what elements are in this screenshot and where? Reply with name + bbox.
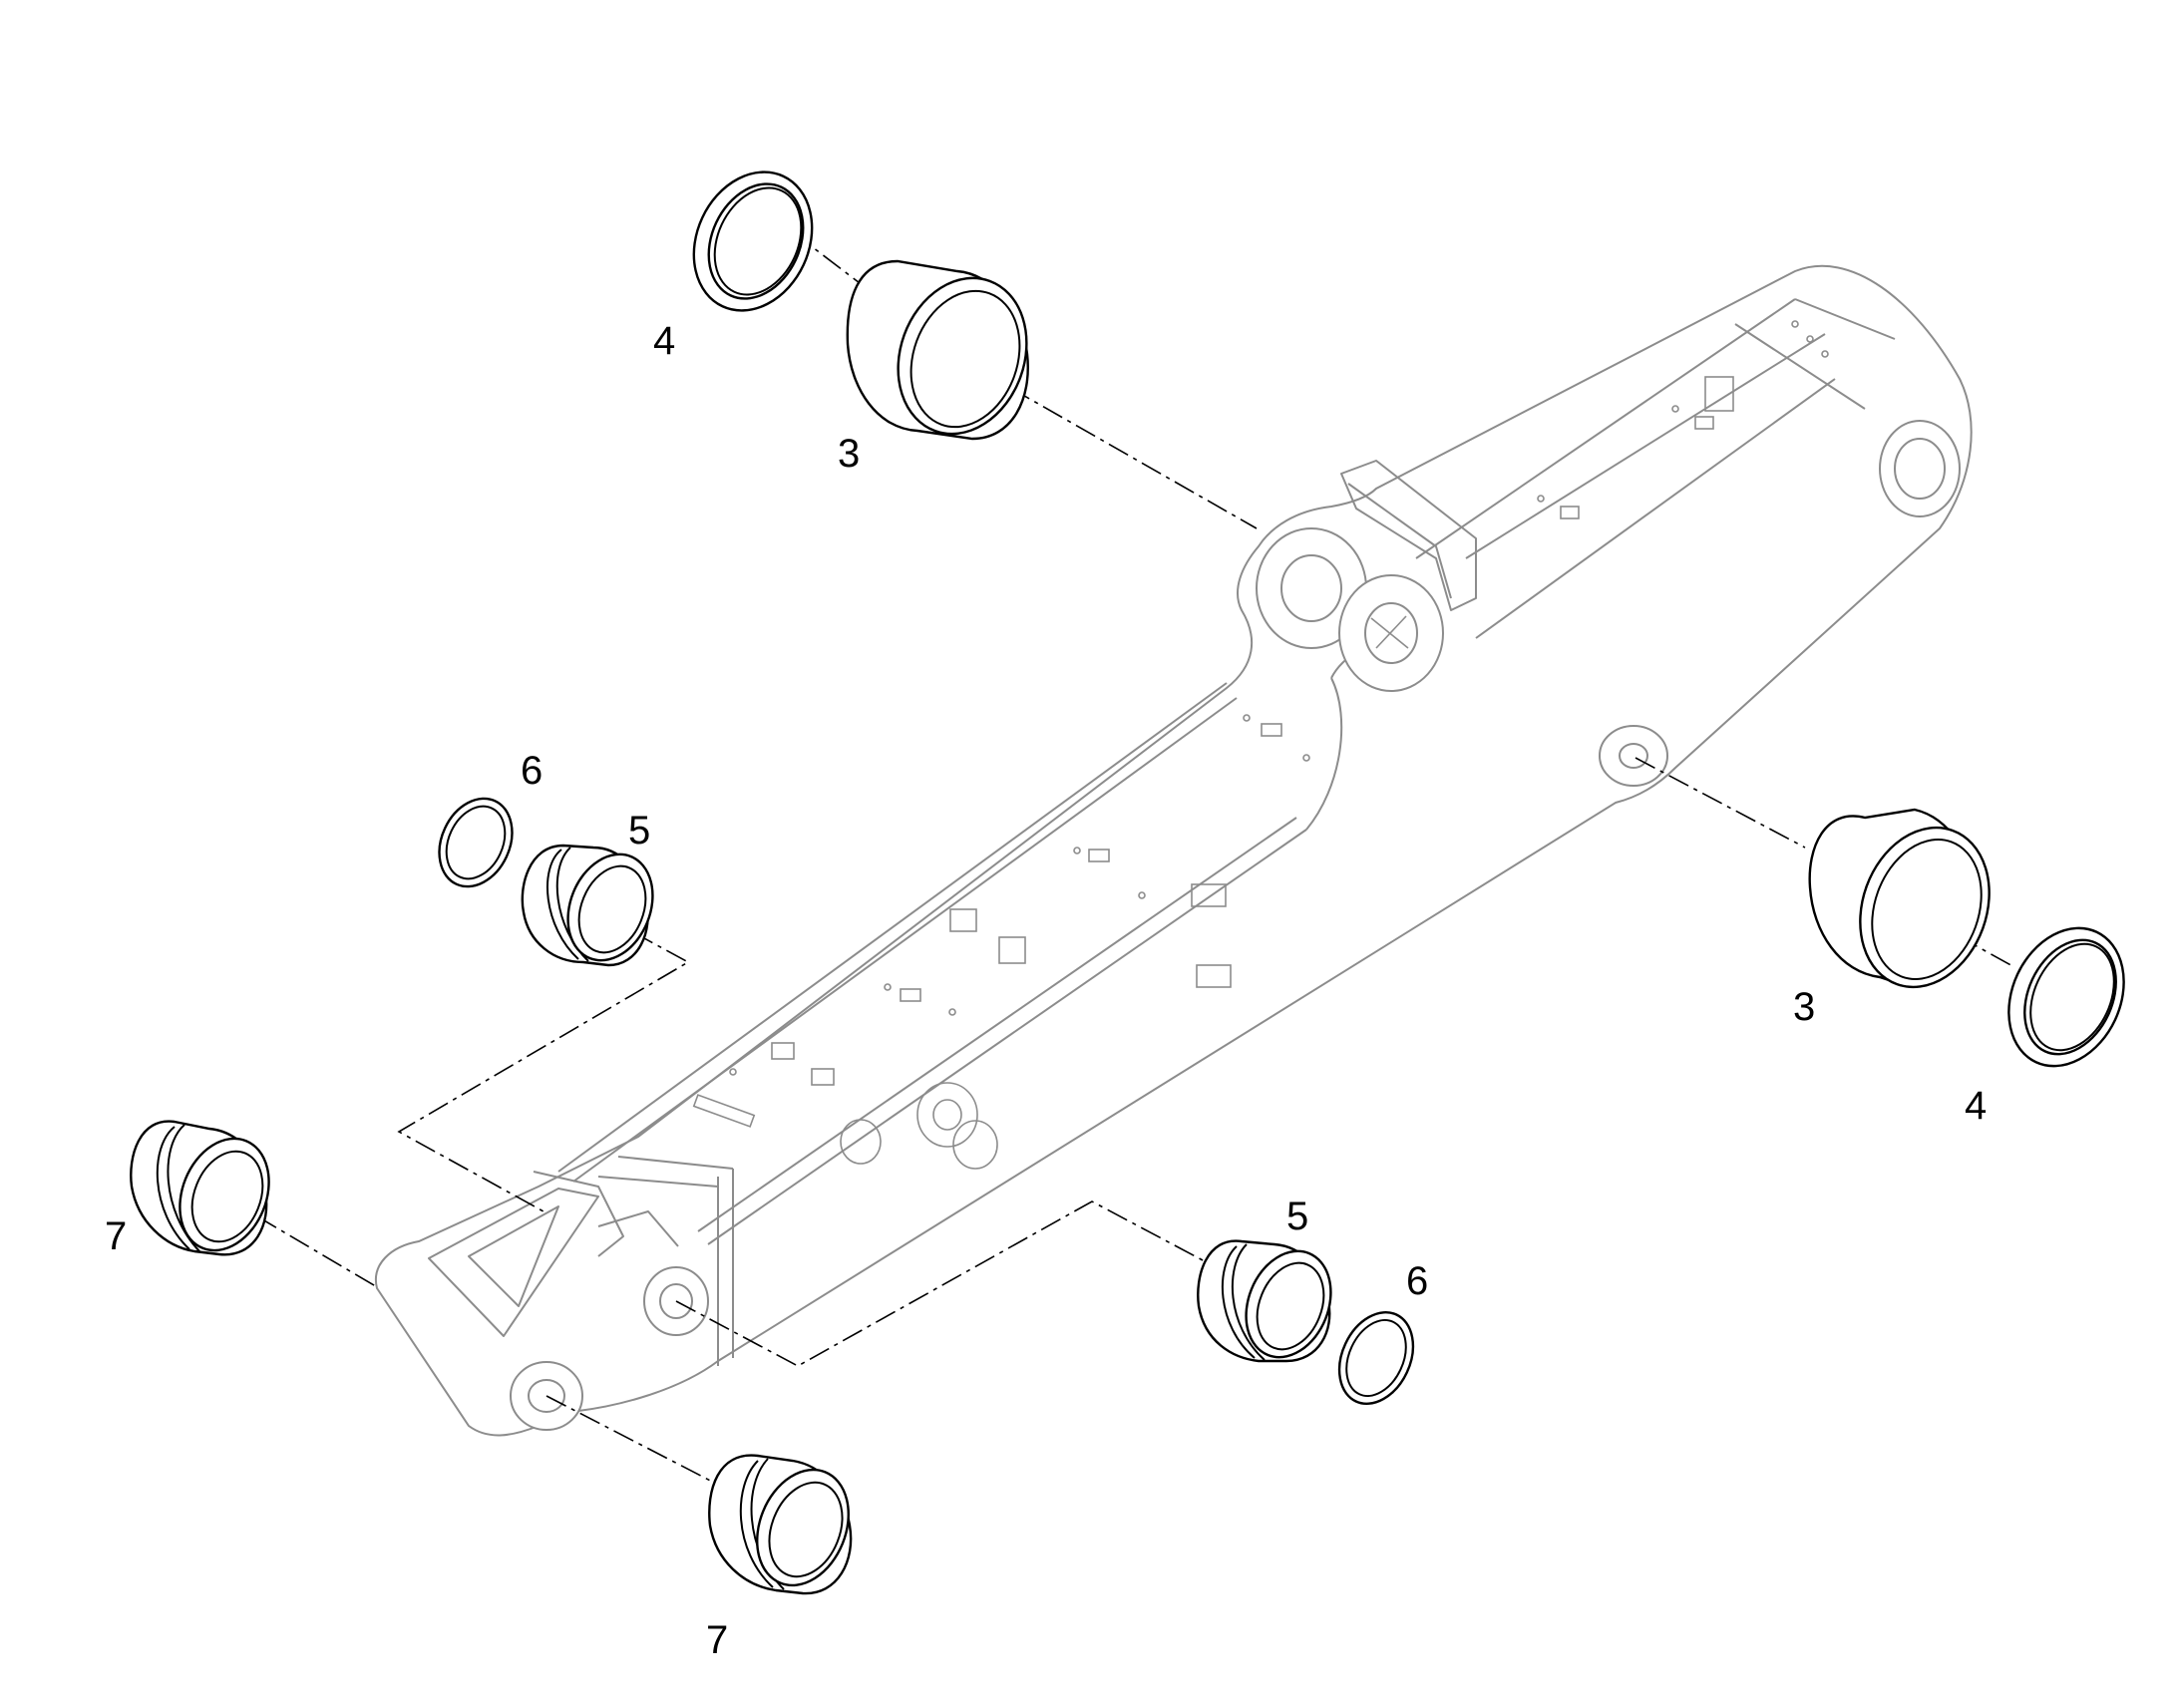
leader-left-bushing-5 (397, 931, 690, 1212)
part-bushing-5-left (521, 844, 654, 967)
callout-label: 5 (628, 809, 650, 853)
callout-label: 3 (1793, 985, 1815, 1029)
part-bushing-right (1808, 808, 1991, 989)
part-seal-left (438, 797, 514, 888)
callout-label: 4 (1965, 1084, 1987, 1128)
part-bushing-7-left (130, 1120, 270, 1256)
part-ring-right (2007, 926, 2125, 1068)
callout-label: 6 (521, 749, 543, 793)
leader-boss-to-right-bushing-5 (675, 1200, 1253, 1367)
callout-labels: 4 3 6 5 3 4 7 5 6 7 (105, 319, 1987, 1662)
part-seal-right (1337, 1310, 1415, 1406)
callout-label: 7 (706, 1618, 728, 1662)
leader-mid-boss-to-right-bushing (1635, 757, 1806, 849)
leader-left-bushing-7 (256, 1215, 380, 1289)
part-bushing-7-bottom (708, 1454, 853, 1595)
callout-label: 5 (1286, 1195, 1308, 1238)
callout-label: 3 (838, 432, 860, 476)
callout-label: 6 (1406, 1259, 1428, 1303)
boom-arm-assembly (374, 264, 1973, 1437)
leader-boss-to-bottom-bushing-7 (545, 1395, 779, 1517)
callout-label: 7 (105, 1214, 127, 1258)
part-ring-top (692, 171, 814, 312)
leader-top-ring-to-bushing (762, 208, 869, 290)
part-bushing-5-right (1197, 1239, 1332, 1363)
part-bushing-top (846, 259, 1029, 441)
callout-label: 4 (653, 319, 675, 363)
